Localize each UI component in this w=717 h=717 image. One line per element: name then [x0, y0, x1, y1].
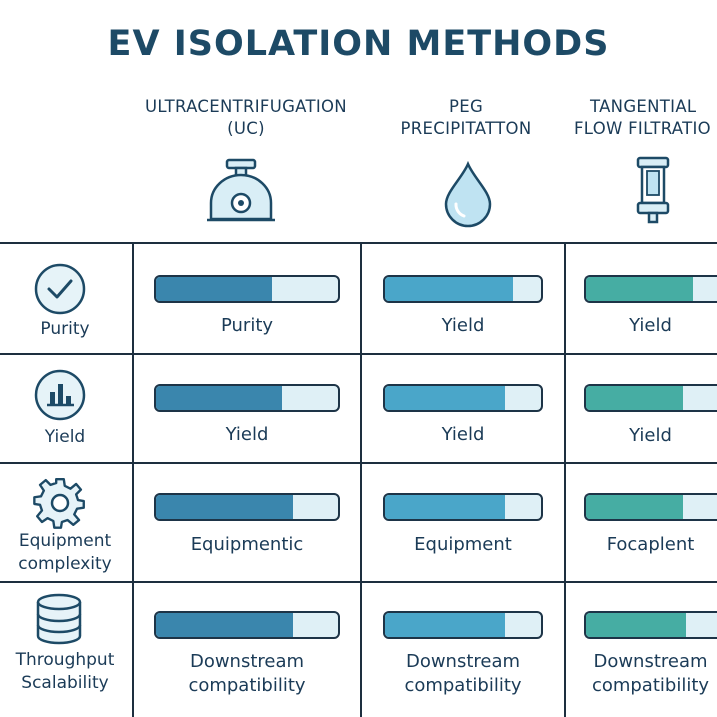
cell-text: Equipmentic	[134, 533, 360, 557]
level-bar-peg	[383, 611, 543, 639]
row-label-line1: Throughput	[15, 650, 115, 670]
column-header-line1: PEG	[448, 97, 484, 116]
cell-text-line1: Yield	[629, 425, 672, 446]
level-bar-fill	[385, 613, 506, 637]
grid-line-col2	[360, 242, 362, 717]
cell-text: Yield	[584, 424, 717, 448]
column-header-tff: TANGENTIAL FLOW FILTRATIO	[566, 96, 717, 140]
level-bar-peg	[383, 384, 543, 412]
level-bar-peg	[383, 275, 543, 303]
level-bar-uc	[154, 611, 340, 639]
row-label-line2: Scalability	[21, 673, 109, 693]
filter-cartridge-icon	[636, 156, 670, 224]
cell-text-line1: Downstream	[405, 651, 521, 672]
cell-text: Equipment	[362, 533, 564, 557]
cell-text: Downstream compatibility	[584, 650, 717, 698]
row-label-line1: Equipment	[18, 531, 112, 551]
level-bar-uc	[154, 384, 340, 412]
cell-text: Focaplent	[584, 533, 717, 557]
level-bar-fill	[586, 495, 683, 519]
grid-line-col1	[132, 242, 134, 717]
cell-text: Downstream compatibility	[362, 650, 564, 698]
cell-text-line1: Purity	[220, 315, 274, 336]
cell-text-line1: Downstream	[189, 651, 305, 672]
gear-icon	[33, 478, 85, 529]
grid-line-row2	[0, 462, 717, 464]
grid-line-row3	[0, 581, 717, 583]
level-bar-uc	[154, 493, 340, 521]
row-label-equipment-complexity: Equipment complexity	[0, 530, 130, 576]
cell-text-line1: Yield	[225, 424, 269, 445]
level-bar-tff	[584, 493, 717, 521]
level-bar-fill	[156, 495, 293, 519]
centrifuge-icon	[207, 158, 275, 222]
level-bar-fill	[156, 613, 293, 637]
column-header-uc: ULTRACENTRIFUGATION (UC)	[136, 96, 356, 140]
level-bar-tff	[584, 275, 717, 303]
column-header-line2: FLOW FILTRATIO	[574, 119, 711, 138]
database-icon	[36, 593, 82, 645]
cell-text-line1: Yield	[441, 424, 485, 445]
cell-text-line1: Equipment	[414, 534, 512, 555]
level-bar-fill	[385, 277, 513, 301]
cell-text-line1: Equipmentic	[190, 534, 304, 555]
column-header-line2: PRECIPITATTON	[400, 119, 532, 138]
level-bar-fill	[385, 495, 506, 519]
cell-text: Downstream compatibility	[134, 650, 360, 698]
cell-text: Yield	[134, 423, 360, 447]
cell-text-line2: compatibility	[591, 675, 710, 696]
row-label-throughput-scalability: Throughput Scalability	[0, 649, 130, 695]
cell-text-line2: compatibility	[404, 675, 522, 696]
level-bar-fill	[156, 386, 282, 410]
level-bar-fill	[586, 613, 686, 637]
cell-text: Yield	[362, 314, 564, 338]
level-bar-peg	[383, 493, 543, 521]
cell-text-line1: Yield	[441, 315, 485, 336]
cell-text-line1: Focaplent	[606, 534, 695, 555]
droplet-icon	[444, 160, 492, 228]
level-bar-fill	[586, 386, 683, 410]
cell-text: Yield	[584, 314, 717, 338]
cell-text-line1: Yield	[629, 315, 672, 336]
cell-text-line1: Downstream	[593, 651, 708, 672]
level-bar-uc	[154, 275, 340, 303]
grid-line-top	[0, 242, 717, 244]
row-label-line1: Yield	[44, 427, 86, 447]
column-header-line2: (UC)	[227, 119, 265, 138]
page-title: EV ISOLATION METHODS	[107, 24, 610, 64]
grid-line-col3	[564, 242, 566, 717]
cell-text: Purity	[134, 314, 360, 338]
level-bar-tff	[584, 611, 717, 639]
grid-line-row1	[0, 353, 717, 355]
cell-text-line2: compatibility	[188, 675, 306, 696]
row-label-line2: complexity	[18, 554, 112, 574]
level-bar-fill	[156, 277, 273, 301]
cell-text: Yield	[362, 423, 564, 447]
column-header-line1: ULTRACENTRIFUGATION	[145, 97, 347, 116]
row-label-purity: Purity	[0, 318, 130, 341]
check-circle-icon	[34, 263, 86, 315]
column-header-line1: TANGENTIAL	[590, 97, 697, 116]
level-bar-tff	[584, 384, 717, 412]
column-header-peg: PEG PRECIPITATTON	[376, 96, 556, 140]
level-bar-fill	[385, 386, 506, 410]
level-bar-fill	[586, 277, 694, 301]
row-label-line1: Purity	[40, 319, 90, 339]
bar-chart-icon	[34, 369, 86, 421]
row-label-yield: Yield	[0, 426, 130, 449]
